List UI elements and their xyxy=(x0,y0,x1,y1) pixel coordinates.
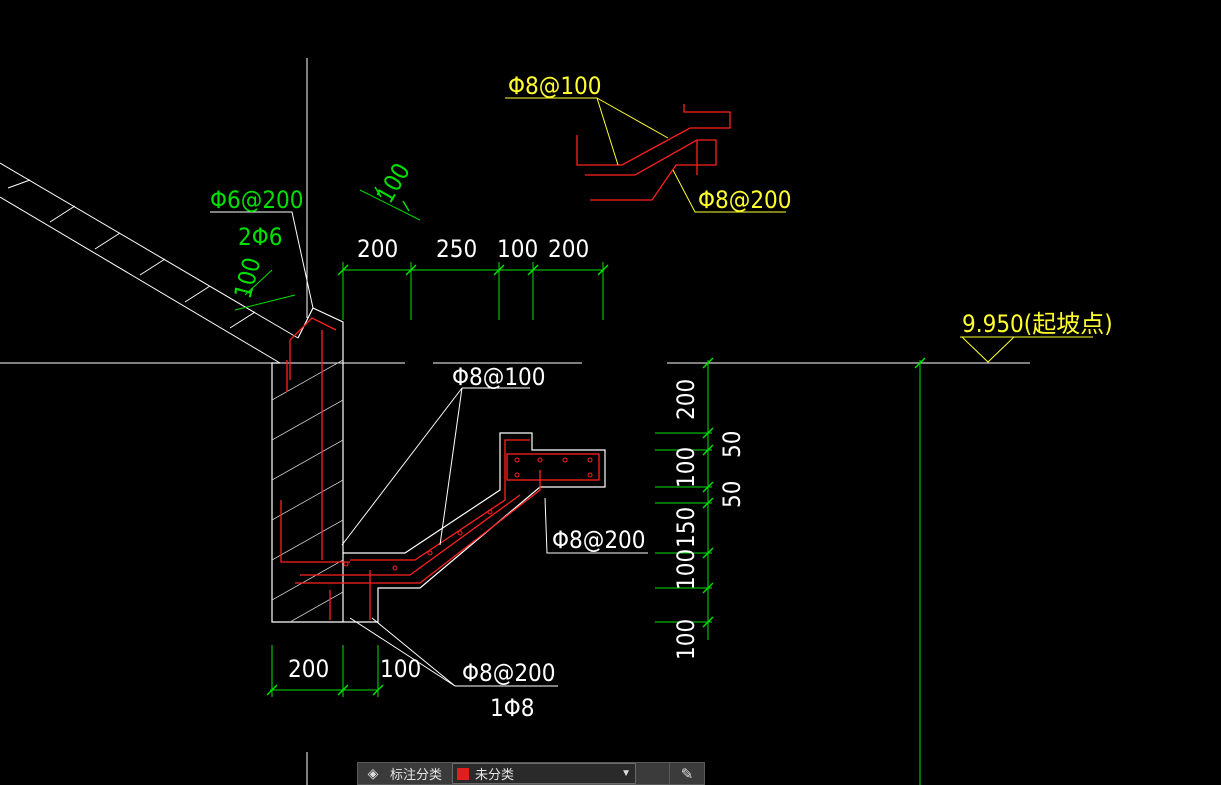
top-rebar-main-label: Φ8@100 xyxy=(508,72,602,100)
annotation-category-toolbar: ◈ 标注分类 未分类 ▼ ✎ xyxy=(357,762,705,785)
beam-section-outline xyxy=(271,307,606,623)
edit-icon[interactable]: ✎ xyxy=(669,762,704,785)
dim-vert-small-2: 50 xyxy=(718,481,746,508)
rebar-detail-top xyxy=(576,104,731,201)
dim-vert-3: 150 xyxy=(672,507,700,548)
dim-top-3: 100 xyxy=(497,235,538,263)
toolbar-label: 标注分类 xyxy=(390,767,443,782)
reference-lines xyxy=(0,58,1030,785)
slope-thickness-label: 100 xyxy=(229,255,267,302)
dim-top-4: 200 xyxy=(548,235,589,263)
rebar-dots xyxy=(343,457,593,571)
dim-vert-small-1: 50 xyxy=(718,431,746,458)
wall-hatch xyxy=(271,359,344,623)
sloped-slab xyxy=(0,162,299,364)
slab-bars-label: 2Φ6 xyxy=(238,223,282,251)
dim-bottom-1: 200 xyxy=(288,655,329,683)
dim-top-2: 250 xyxy=(436,235,477,263)
category-select-value: 未分类 xyxy=(475,767,515,782)
dim-top-1: 200 xyxy=(357,235,398,263)
bottom-rebar-label: Φ8@200 xyxy=(462,659,556,687)
right-rebar-label: Φ8@200 xyxy=(552,526,646,554)
dim-vert-5: 100 xyxy=(672,619,700,660)
category-select[interactable]: 未分类 ▼ xyxy=(452,763,637,784)
top-rebar-dist-label: Φ8@200 xyxy=(698,186,792,214)
category-color-swatch xyxy=(457,767,470,780)
bottom-bar-label: 1Φ8 xyxy=(490,694,534,722)
mid-rebar-main-label: Φ8@100 xyxy=(452,363,546,391)
elevation-label: 9.950(起坡点) xyxy=(962,310,1113,338)
layers-icon[interactable]: ◈ xyxy=(367,765,379,781)
rebar-lines xyxy=(280,317,600,620)
dim-bottom-2: 100 xyxy=(380,655,421,683)
dim-vert-4: 100 xyxy=(672,549,700,590)
slab-rebar-label: Φ6@200 xyxy=(210,186,304,214)
slab-thickness-label: 100 xyxy=(371,158,416,208)
leader-lines xyxy=(210,211,648,687)
leader-lines-yellow xyxy=(505,97,1093,363)
dim-vert-2: 100 xyxy=(672,447,700,488)
chevron-down-icon: ▼ xyxy=(621,768,632,779)
dimension-ticks xyxy=(266,186,926,696)
dimension-lines xyxy=(234,189,921,785)
dim-vert-1: 200 xyxy=(672,379,700,420)
